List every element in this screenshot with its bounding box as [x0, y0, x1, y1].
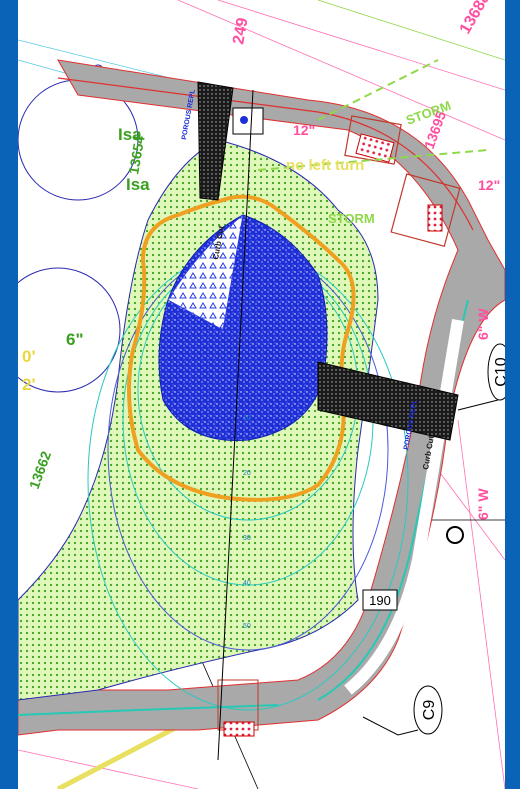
inlet-structure-2	[355, 133, 395, 163]
contour-label-5: 50	[243, 623, 251, 630]
contour-label-1: 10	[243, 415, 251, 422]
pipe-label-12-a: 12"	[293, 122, 315, 138]
storm-structures	[344, 115, 461, 247]
site-plan-drawing: C10 C9 190 13688 249 Isa Isa 13654 12" 1…	[18, 0, 505, 789]
inlet-marker	[240, 116, 248, 124]
pipe-label-6: 6"	[66, 330, 84, 349]
callout-c10: C10	[457, 343, 505, 411]
riprap-area	[167, 214, 244, 331]
storm-pipes	[257, 59, 489, 171]
manhole-symbol	[446, 526, 464, 544]
no-left-turn-label: no left turn	[286, 157, 364, 174]
contour-label-4: 40	[243, 580, 251, 587]
contour-label-2: 20	[243, 470, 251, 477]
dim-label-0: 0'	[22, 347, 36, 366]
parcel-label-13662: 13662	[26, 449, 54, 491]
svg-text:C10: C10	[493, 357, 505, 386]
contour-label-3: 30	[243, 535, 251, 542]
svg-text:C9: C9	[421, 700, 438, 721]
pipe-label-12-b: 12"	[478, 177, 500, 193]
centerline	[217, 89, 254, 761]
curb-line-south	[18, 704, 279, 716]
curb-line-top	[57, 77, 474, 231]
inlet-channel-north	[197, 81, 234, 201]
label-isa-2: Isa	[126, 175, 150, 194]
inlet-structure-1	[427, 204, 443, 232]
inlet-channel-east	[317, 361, 459, 441]
label-isa-1: Isa	[118, 125, 142, 144]
tree-canopy-2	[18, 267, 121, 393]
callout-c9: C9	[362, 685, 443, 736]
dim-label-2: 2'	[22, 375, 36, 394]
south-inlet	[223, 721, 255, 737]
inlet-box	[232, 107, 264, 135]
road-curb-band	[18, 59, 505, 736]
basin-boundary	[127, 194, 356, 502]
storm-label-b: STORM	[328, 211, 375, 226]
parcel-label-13688: 13688	[457, 0, 494, 37]
pipe-label-6w-a: 6" W	[475, 308, 491, 340]
parcel-label-13654: 13654	[125, 134, 148, 175]
pipe-label-6w-b: 6" W	[475, 488, 491, 520]
sidewalk-east	[344, 319, 464, 695]
label-249: 249	[230, 16, 251, 45]
callout-190: 190	[362, 589, 398, 611]
svg-text:190: 190	[369, 593, 391, 608]
